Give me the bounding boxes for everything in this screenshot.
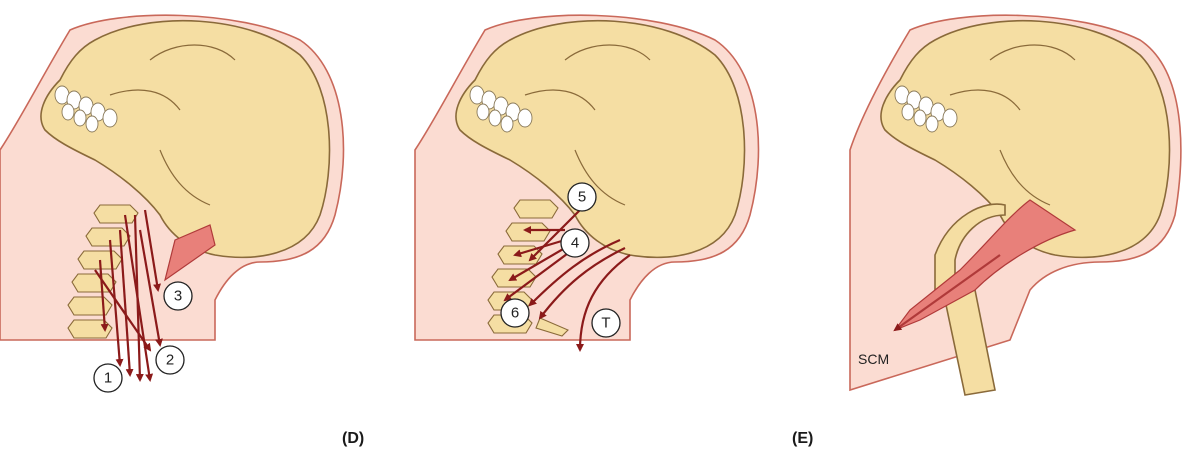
svg-text:2: 2 — [166, 352, 174, 369]
callout-6: 6 — [501, 299, 529, 327]
svg-text:4: 4 — [571, 235, 579, 252]
head-panel-1 — [0, 15, 343, 380]
panel-label-d: (D) — [342, 430, 364, 448]
callout-4: 4 — [561, 229, 589, 257]
svg-text:5: 5 — [578, 189, 586, 206]
callout-1: 1 — [94, 364, 122, 392]
head-panel-2 — [415, 15, 758, 350]
svg-text:6: 6 — [511, 305, 519, 322]
svg-text:T: T — [601, 315, 610, 332]
callout-5: 5 — [568, 183, 596, 211]
callout-2: 2 — [156, 346, 184, 374]
svg-text:3: 3 — [174, 288, 182, 305]
scm-label: SCM — [858, 351, 889, 367]
head-panel-3 — [850, 15, 1181, 395]
callout-3: 3 — [164, 282, 192, 310]
panel-label-e: (E) — [792, 430, 813, 448]
callout-T: T — [592, 309, 620, 337]
svg-text:1: 1 — [104, 370, 112, 387]
